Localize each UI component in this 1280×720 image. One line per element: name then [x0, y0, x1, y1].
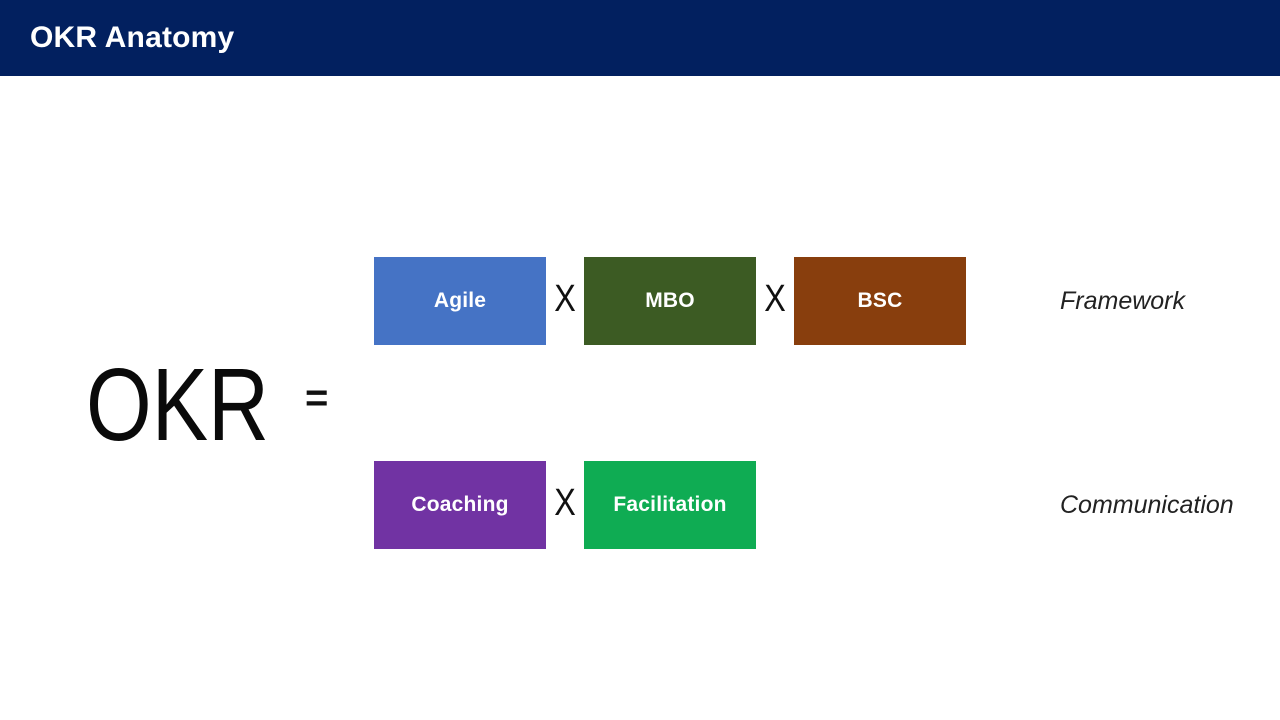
- header-bar: OKR Anatomy: [0, 0, 1280, 76]
- slide-title: OKR Anatomy: [30, 21, 235, 54]
- box-mbo: MBO: [584, 257, 756, 345]
- box-coaching: Coaching: [374, 461, 546, 549]
- box-facilitation: Facilitation: [584, 461, 756, 549]
- equals-sign: =: [305, 376, 329, 420]
- framework-row: Agile X MBO X BSC: [374, 257, 966, 345]
- communication-row: Coaching X Facilitation: [374, 461, 756, 549]
- framework-label: Framework: [1060, 286, 1186, 315]
- box-bsc: BSC: [794, 257, 966, 345]
- communication-label: Communication: [1060, 490, 1234, 519]
- multiply-sign: X: [554, 278, 576, 320]
- equation-lhs: OKR: [86, 347, 270, 462]
- box-agile: Agile: [374, 257, 546, 345]
- multiply-sign: X: [764, 278, 786, 320]
- multiply-sign: X: [554, 482, 576, 524]
